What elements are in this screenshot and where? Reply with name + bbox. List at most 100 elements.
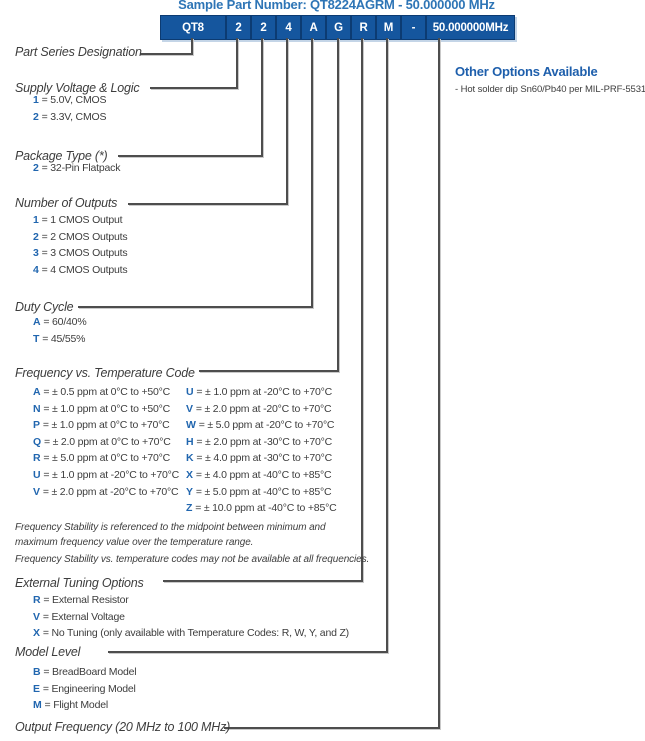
part-number-box: 2 (252, 16, 277, 39)
code-letter: V (186, 402, 193, 415)
code-letter: W (186, 419, 196, 432)
frequency-stability-note-1: Frequency Stability is referenced to the… (15, 522, 326, 548)
sample-part-number-title: Sample Part Number: QT8224AGRM - 50.0000… (178, 0, 495, 12)
part-number-box: QT8 (161, 16, 227, 39)
code-letter: A (33, 316, 41, 328)
code-letter: R (33, 452, 41, 465)
code-letter: B (33, 666, 41, 678)
code-letter: E (33, 682, 40, 695)
code-description: = Engineering Model (42, 682, 136, 695)
code-item: 3= 3 CMOS Outputs (33, 245, 128, 262)
other-options-heading: Other Options Available (455, 64, 598, 79)
code-description: = ± 2.0 ppm at 0°C to +70°C (43, 435, 171, 448)
code-item: H= ± 2.0 ppm at -30°C to +70°C (186, 434, 336, 451)
code-item: Z= ± 10.0 ppm at -40°C to +85°C (186, 500, 337, 517)
code-item: 2= 3.3V, CMOS (33, 109, 106, 126)
code-item: E= Engineering Model (33, 681, 136, 698)
duty-cycle-items: A= 60/40% T= 45/55% (33, 314, 87, 348)
code-item: 2= 32-Pin Flatpack (33, 160, 120, 177)
code-letter: T (33, 332, 40, 345)
freq-temp-right-column: U= ± 1.0 ppm at -20°C to +70°C V= ± 2.0 … (186, 384, 337, 517)
code-letter: V (33, 610, 40, 623)
code-item: T= 45/55% (33, 331, 86, 348)
code-letter: X (186, 468, 193, 481)
code-letter: Y (186, 485, 193, 498)
code-letter: 3 (33, 247, 39, 260)
code-description: = ± 5.0 ppm at -20°C to +70°C (198, 419, 335, 432)
code-letter: K (186, 452, 194, 465)
freq-temp-left-column: A= ± 0.5 ppm at 0°C to +50°C N= ± 1.0 pp… (33, 384, 179, 500)
part-number-box: R (352, 16, 377, 39)
code-letter: R (33, 594, 41, 606)
code-letter: Q (33, 435, 41, 448)
code-item: P= ± 1.0 ppm at 0°C to +70°C (33, 417, 179, 434)
code-letter: N (33, 402, 41, 415)
code-item: A= 60/40% (33, 314, 87, 331)
code-item: R= External Resistor (33, 592, 349, 609)
part-number-box: G (327, 16, 352, 39)
code-description: = ± 10.0 ppm at -40°C to +85°C (195, 502, 337, 515)
code-item: V= External Voltage (33, 609, 349, 626)
code-letter: P (33, 419, 40, 432)
section-header-supply-voltage: Supply Voltage & Logic (15, 81, 140, 95)
part-number-box: 2 (227, 16, 252, 39)
code-letter: A (33, 386, 41, 398)
other-options-item: - Hot solder dip Sn60/Pb40 per MIL-PRF-5… (455, 84, 645, 95)
supply-voltage-items: 1= 5.0V, CMOS 2= 3.3V, CMOS (33, 92, 106, 125)
code-description: = External Resistor (43, 594, 129, 606)
code-description: = ± 0.5 ppm at 0°C to +50°C (43, 386, 171, 398)
tuning-items: R= External Resistor V= External Voltage… (33, 592, 349, 642)
code-letter: 2 (33, 110, 39, 123)
code-item: B= BreadBoard Model (33, 664, 137, 681)
code-description: = ± 1.0 ppm at -20°C to +70°C (43, 468, 179, 481)
code-description: = ± 4.0 ppm at -30°C to +70°C (196, 452, 332, 465)
code-description: = No Tuning (only available with Tempera… (42, 627, 349, 640)
code-description: = 5.0V, CMOS (41, 94, 107, 106)
code-description: = 60/40% (43, 316, 87, 328)
frequency-stability-note-2: Frequency Stability vs. temperature code… (15, 554, 370, 565)
code-description: = 3 CMOS Outputs (41, 247, 128, 260)
code-item: X= ± 4.0 ppm at -40°C to +85°C (186, 467, 336, 484)
part-number-box: A (302, 16, 327, 39)
code-description: = ± 2.0 ppm at -20°C to +70°C (195, 402, 332, 415)
part-number-box: M (377, 16, 402, 39)
part-number-box: 4 (277, 16, 302, 39)
code-description: = ± 2.0 ppm at -30°C to +70°C (196, 435, 332, 448)
section-header-output-freq: Output Frequency (20 MHz to 100 MHz) (15, 720, 231, 734)
code-letter: U (33, 468, 41, 481)
code-item: R= ± 5.0 ppm at 0°C to +70°C (33, 450, 179, 467)
code-description: = 3.3V, CMOS (41, 110, 107, 123)
code-description: = 32-Pin Flatpack (41, 162, 121, 174)
code-letter: X (33, 627, 40, 640)
section-header-outputs: Number of Outputs (15, 196, 118, 210)
code-item: 1= 5.0V, CMOS (33, 92, 106, 109)
connector-outputs (128, 38, 288, 205)
code-item: 1= 1 CMOS Output (33, 212, 127, 229)
code-description: = 45/55% (42, 332, 86, 345)
section-header-part-series: Part Series Designation (15, 45, 142, 59)
code-description: = ± 1.0 ppm at 0°C to +70°C (42, 419, 170, 432)
code-item: X= No Tuning (only available with Temper… (33, 625, 349, 642)
model-level-items: B= BreadBoard Model E= Engineering Model… (33, 664, 137, 714)
part-number-box: - (402, 16, 427, 39)
code-item: K= ± 4.0 ppm at -30°C to +70°C (186, 450, 336, 467)
code-description: = Flight Model (44, 699, 109, 712)
code-item: U= ± 1.0 ppm at -20°C to +70°C (186, 384, 336, 401)
code-letter: 2 (33, 162, 39, 174)
code-item: Y= ± 5.0 ppm at -40°C to +85°C (186, 484, 336, 501)
section-header-package-type: Package Type (*) (15, 149, 108, 163)
connector-part-series (140, 38, 193, 55)
outputs-items: 1= 1 CMOS Output 2= 2 CMOS Outputs 3= 3 … (33, 212, 128, 279)
code-item: 2= 2 CMOS Outputs (33, 229, 128, 246)
code-description: = 1 CMOS Output (41, 214, 123, 226)
connector-freq-temp (199, 38, 339, 372)
code-description: = 4 CMOS Outputs (41, 263, 128, 276)
code-letter: 1 (33, 94, 39, 106)
code-description: = BreadBoard Model (43, 666, 137, 678)
code-item: V= ± 2.0 ppm at -20°C to +70°C (33, 484, 179, 501)
section-header-tuning: External Tuning Options (15, 576, 144, 590)
code-item: 4= 4 CMOS Outputs (33, 262, 128, 279)
code-description: = 2 CMOS Outputs (41, 230, 128, 243)
code-letter: 2 (33, 230, 39, 243)
